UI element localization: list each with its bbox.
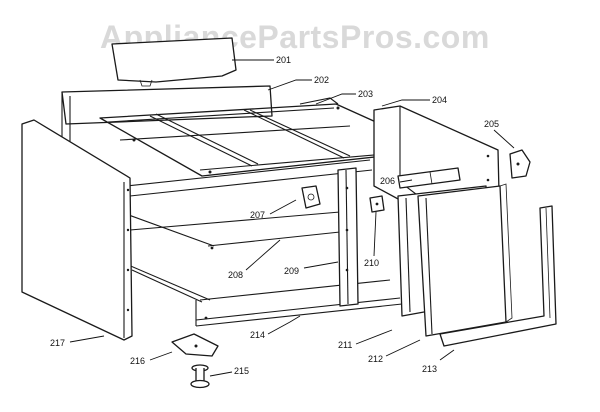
callout-labels: 201 202 203 204 205 206 207 208 209 210 … (50, 55, 499, 376)
callout-215: 215 (234, 366, 249, 376)
part-205-hinge (509, 149, 531, 179)
callout-213: 213 (422, 364, 437, 374)
part-216-base-bracket (171, 333, 219, 357)
part-210-bracket (369, 195, 385, 213)
callout-207: 207 (250, 210, 265, 220)
part-206-hinge-bar (397, 167, 461, 189)
part-203-top-frame (99, 97, 439, 177)
callout-217: 217 (50, 338, 65, 348)
part-212-door (417, 183, 513, 337)
callout-216: 216 (130, 356, 145, 366)
leader-lines (69, 59, 515, 377)
callout-201: 201 (276, 55, 291, 65)
part-213-door-trim (439, 205, 557, 347)
callout-214: 214 (250, 330, 265, 340)
callout-203: 203 (358, 89, 373, 99)
part-207-bracket (301, 185, 321, 209)
part-201-top-panel (111, 37, 237, 87)
callout-206: 206 (380, 176, 395, 186)
cabinet-body (125, 159, 403, 327)
callout-208: 208 (228, 270, 243, 280)
part-215-leveling-foot (190, 364, 210, 389)
callout-212: 212 (368, 354, 383, 364)
part-209-center-post (337, 167, 359, 307)
callout-205: 205 (484, 119, 499, 129)
part-217-left-side-panel (21, 119, 133, 341)
callout-202: 202 (314, 75, 329, 85)
callout-209: 209 (284, 266, 299, 276)
callout-204: 204 (432, 95, 447, 105)
callout-210: 210 (364, 258, 379, 268)
callout-211: 211 (338, 340, 352, 350)
